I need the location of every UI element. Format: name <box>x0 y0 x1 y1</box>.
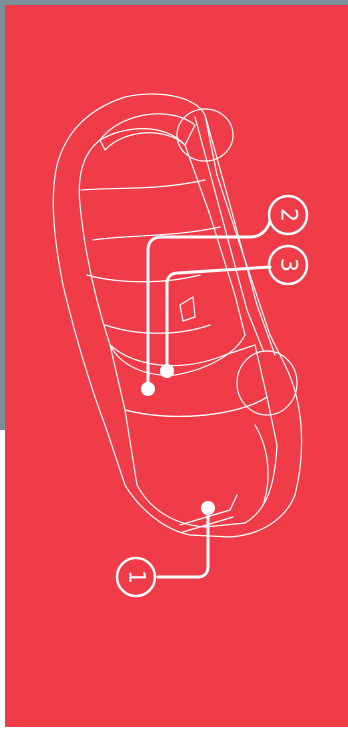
roof-detail <box>87 275 200 282</box>
roof-outline <box>79 129 245 376</box>
car-outline <box>53 94 301 537</box>
callout-badge-1: 1 <box>117 558 155 596</box>
callout-dots <box>141 364 215 515</box>
front-fender <box>255 425 268 505</box>
callout-dot-3 <box>160 364 174 378</box>
callout-badge-3: 3 <box>269 246 307 284</box>
car-diagram: 1 2 3 <box>5 5 348 727</box>
callout-leaders <box>148 221 270 577</box>
hood-outline <box>125 397 277 527</box>
door-line-2 <box>81 180 205 190</box>
side-line-inner <box>195 117 263 350</box>
car-body-outline <box>53 94 301 537</box>
side-mirror <box>180 297 195 321</box>
callout-number-3: 3 <box>276 258 301 272</box>
callout-dot-2 <box>141 382 155 396</box>
callout-dot-1 <box>201 501 215 515</box>
rear-window-outline <box>100 114 195 150</box>
callout-badge-2: 2 <box>269 196 307 234</box>
front-wheel <box>237 351 297 415</box>
windshield-outline <box>110 345 267 416</box>
callout-number-1: 1 <box>124 570 149 584</box>
roof-detail-2 <box>105 325 210 333</box>
callout-number-2: 2 <box>276 208 301 222</box>
